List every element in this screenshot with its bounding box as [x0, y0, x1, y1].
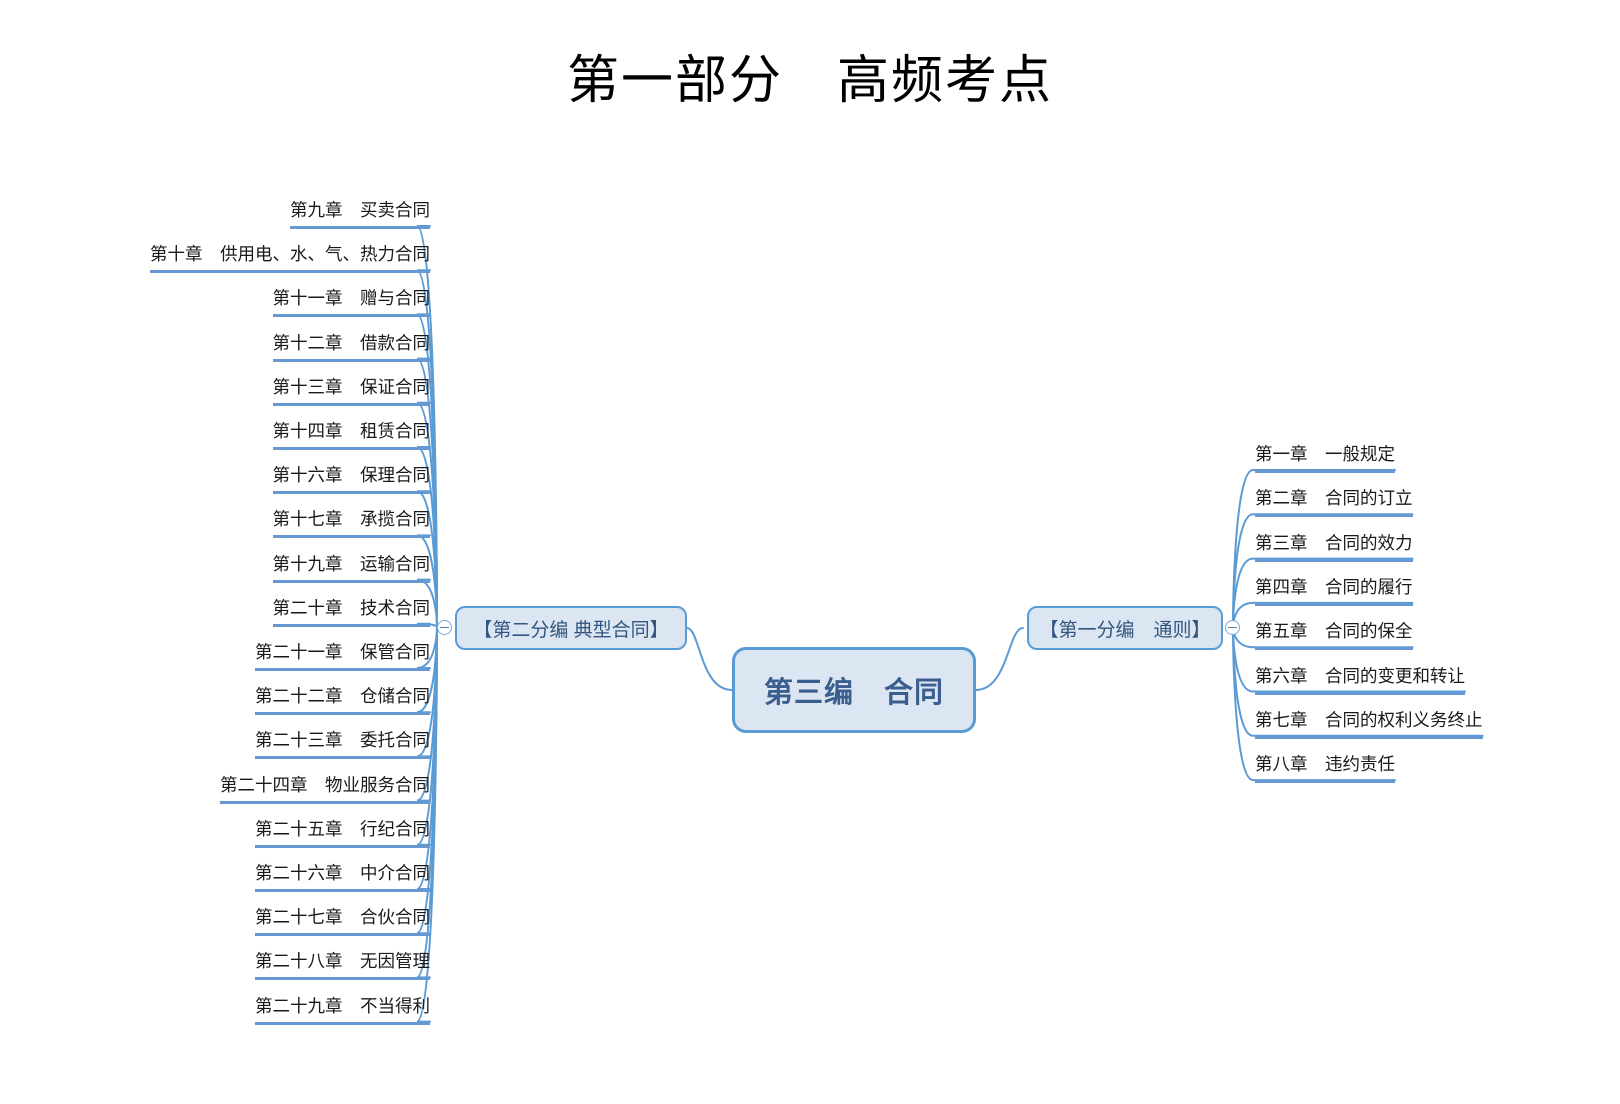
leaf-item-label: 第八章 违约责任	[1255, 754, 1395, 775]
leaf-item-label: 第五章 合同的保全	[1255, 621, 1413, 642]
leaf-underline	[272, 579, 430, 583]
leaf-item-label: 第二十八章 无因管理	[255, 951, 430, 972]
page-title: 第一部分 高频考点	[566, 53, 1053, 110]
leaf-item-label: 第十四章 租赁合同	[272, 421, 431, 441]
leaf-item-label: 第十六章 保理合同	[272, 465, 431, 486]
leaf-underline	[255, 668, 430, 671]
minus-circle-icon-left[interactable]	[437, 620, 452, 635]
branch-node-typical-contracts[interactable]: 【第二分编 典型合同】	[455, 606, 687, 650]
leaf-item-label: 第十三章 保证合同	[272, 376, 431, 397]
leaf-item-label: 第十一章 赠与合同	[272, 288, 431, 309]
leaf-underline	[255, 1021, 430, 1025]
leaf-item[interactable]: 第二十章 技术合同	[272, 597, 431, 627]
leaf-item-label: 第二十九章 不当得利	[255, 995, 430, 1016]
branch-node-general-provisions[interactable]: 【第一分编 通则】	[1027, 606, 1223, 650]
leaf-underline	[1255, 514, 1413, 518]
leaf-underline	[272, 358, 430, 362]
leaf-underline	[255, 712, 430, 716]
leaf-item[interactable]: 第二十五章 行纪合同	[255, 818, 430, 848]
leaf-underline	[1255, 691, 1465, 695]
leaf-underline	[255, 756, 430, 760]
leaf-underline	[272, 314, 430, 318]
leaf-item[interactable]: 第十六章 保理合同	[272, 464, 431, 495]
leaf-item-label: 第六章 合同的变更和转让	[1255, 665, 1465, 686]
leaf-item[interactable]: 第二十九章 不当得利	[255, 995, 430, 1025]
leaf-item-label: 第二十一章 保管合同	[255, 642, 430, 662]
leaf-underline	[255, 844, 430, 848]
leaf-underline	[1255, 470, 1395, 473]
leaf-underline	[1255, 602, 1413, 606]
leaf-item-label: 第二十章 技术合同	[272, 597, 431, 618]
leaf-item[interactable]: 第十一章 赠与合同	[272, 287, 431, 318]
leaf-item[interactable]: 第十四章 租赁合同	[272, 420, 431, 450]
leaf-underline	[272, 402, 430, 406]
root-node[interactable]: 第三编 合同	[732, 647, 976, 733]
leaf-item[interactable]: 第二章 合同的订立	[1255, 487, 1413, 518]
leaf-underline	[255, 933, 430, 937]
leaf-item-label: 第二十五章 行纪合同	[255, 818, 430, 839]
leaf-item-label: 第四章 合同的履行	[1255, 576, 1413, 597]
leaf-item[interactable]: 第五章 合同的保全	[1255, 620, 1413, 651]
leaf-item[interactable]: 第七章 合同的权利义务终止	[1255, 709, 1483, 739]
leaf-item-label: 第九章 买卖合同	[290, 200, 430, 220]
leaf-item-label: 第一章 一般规定	[1255, 444, 1395, 464]
leaf-underline	[272, 491, 430, 495]
leaf-item[interactable]: 第二十二章 仓储合同	[255, 685, 430, 716]
leaf-underline	[255, 889, 430, 892]
leaf-underline	[272, 535, 430, 539]
leaf-underline	[290, 226, 430, 229]
leaf-item-label: 第十二章 借款合同	[272, 332, 431, 353]
leaf-item-label: 第二十三章 委托合同	[255, 730, 430, 751]
leaf-item[interactable]: 第九章 买卖合同	[290, 199, 430, 229]
leaf-item-label: 第三章 合同的效力	[1255, 532, 1413, 553]
leaf-underline	[220, 800, 430, 804]
leaf-item[interactable]: 第六章 合同的变更和转让	[1255, 665, 1465, 695]
root-node-label: 第三编 合同	[763, 677, 944, 709]
leaf-item-label: 第十章 供用电、水、气、热力合同	[150, 244, 430, 265]
leaf-underline	[1255, 780, 1395, 784]
leaf-item-label: 第七章 合同的权利义务终止	[1255, 709, 1483, 730]
leaf-item[interactable]: 第四章 合同的履行	[1255, 576, 1413, 606]
leaf-item[interactable]: 第十九章 运输合同	[272, 553, 431, 583]
leaf-item-label: 第二十四章 物业服务合同	[220, 774, 430, 795]
leaf-item[interactable]: 第八章 违约责任	[1255, 753, 1395, 784]
leaf-item[interactable]: 第一章 一般规定	[1255, 443, 1395, 473]
branch-left-label: 【第二分编 典型合同】	[473, 619, 669, 641]
leaf-underline	[272, 447, 430, 450]
leaf-item[interactable]: 第二十四章 物业服务合同	[220, 774, 430, 804]
leaf-item-label: 第十七章 承揽合同	[272, 509, 431, 530]
leaf-underline	[1255, 735, 1483, 739]
leaf-item[interactable]: 第十章 供用电、水、气、热力合同	[150, 243, 430, 274]
leaf-item-label: 第二十二章 仓储合同	[255, 686, 430, 707]
leaf-underline	[150, 270, 430, 274]
leaf-item[interactable]: 第二十七章 合伙合同	[255, 906, 430, 937]
leaf-item-label: 第十九章 运输合同	[272, 553, 431, 574]
leaf-underline	[1255, 558, 1413, 562]
leaf-item[interactable]: 第十二章 借款合同	[272, 332, 431, 362]
branch-right-label: 【第一分编 通则】	[1039, 619, 1211, 641]
leaf-underline	[272, 623, 430, 627]
minus-circle-icon-right[interactable]	[1225, 620, 1240, 635]
leaf-item-label: 第二章 合同的订立	[1255, 488, 1413, 509]
leaf-item[interactable]: 第二十六章 中介合同	[255, 862, 430, 892]
leaf-item[interactable]: 第二十一章 保管合同	[255, 641, 430, 671]
leaf-item-label: 第二十七章 合伙合同	[255, 907, 430, 928]
leaf-underline	[1255, 647, 1413, 651]
leaf-item[interactable]: 第二十三章 委托合同	[255, 729, 430, 760]
leaf-item[interactable]: 第十七章 承揽合同	[272, 508, 431, 539]
leaf-item[interactable]: 第十三章 保证合同	[272, 376, 431, 406]
leaf-item[interactable]: 第二十八章 无因管理	[255, 950, 430, 981]
leaf-underline	[255, 977, 430, 981]
leaf-item[interactable]: 第三章 合同的效力	[1255, 532, 1413, 562]
leaf-item-label: 第二十六章 中介合同	[255, 863, 430, 883]
